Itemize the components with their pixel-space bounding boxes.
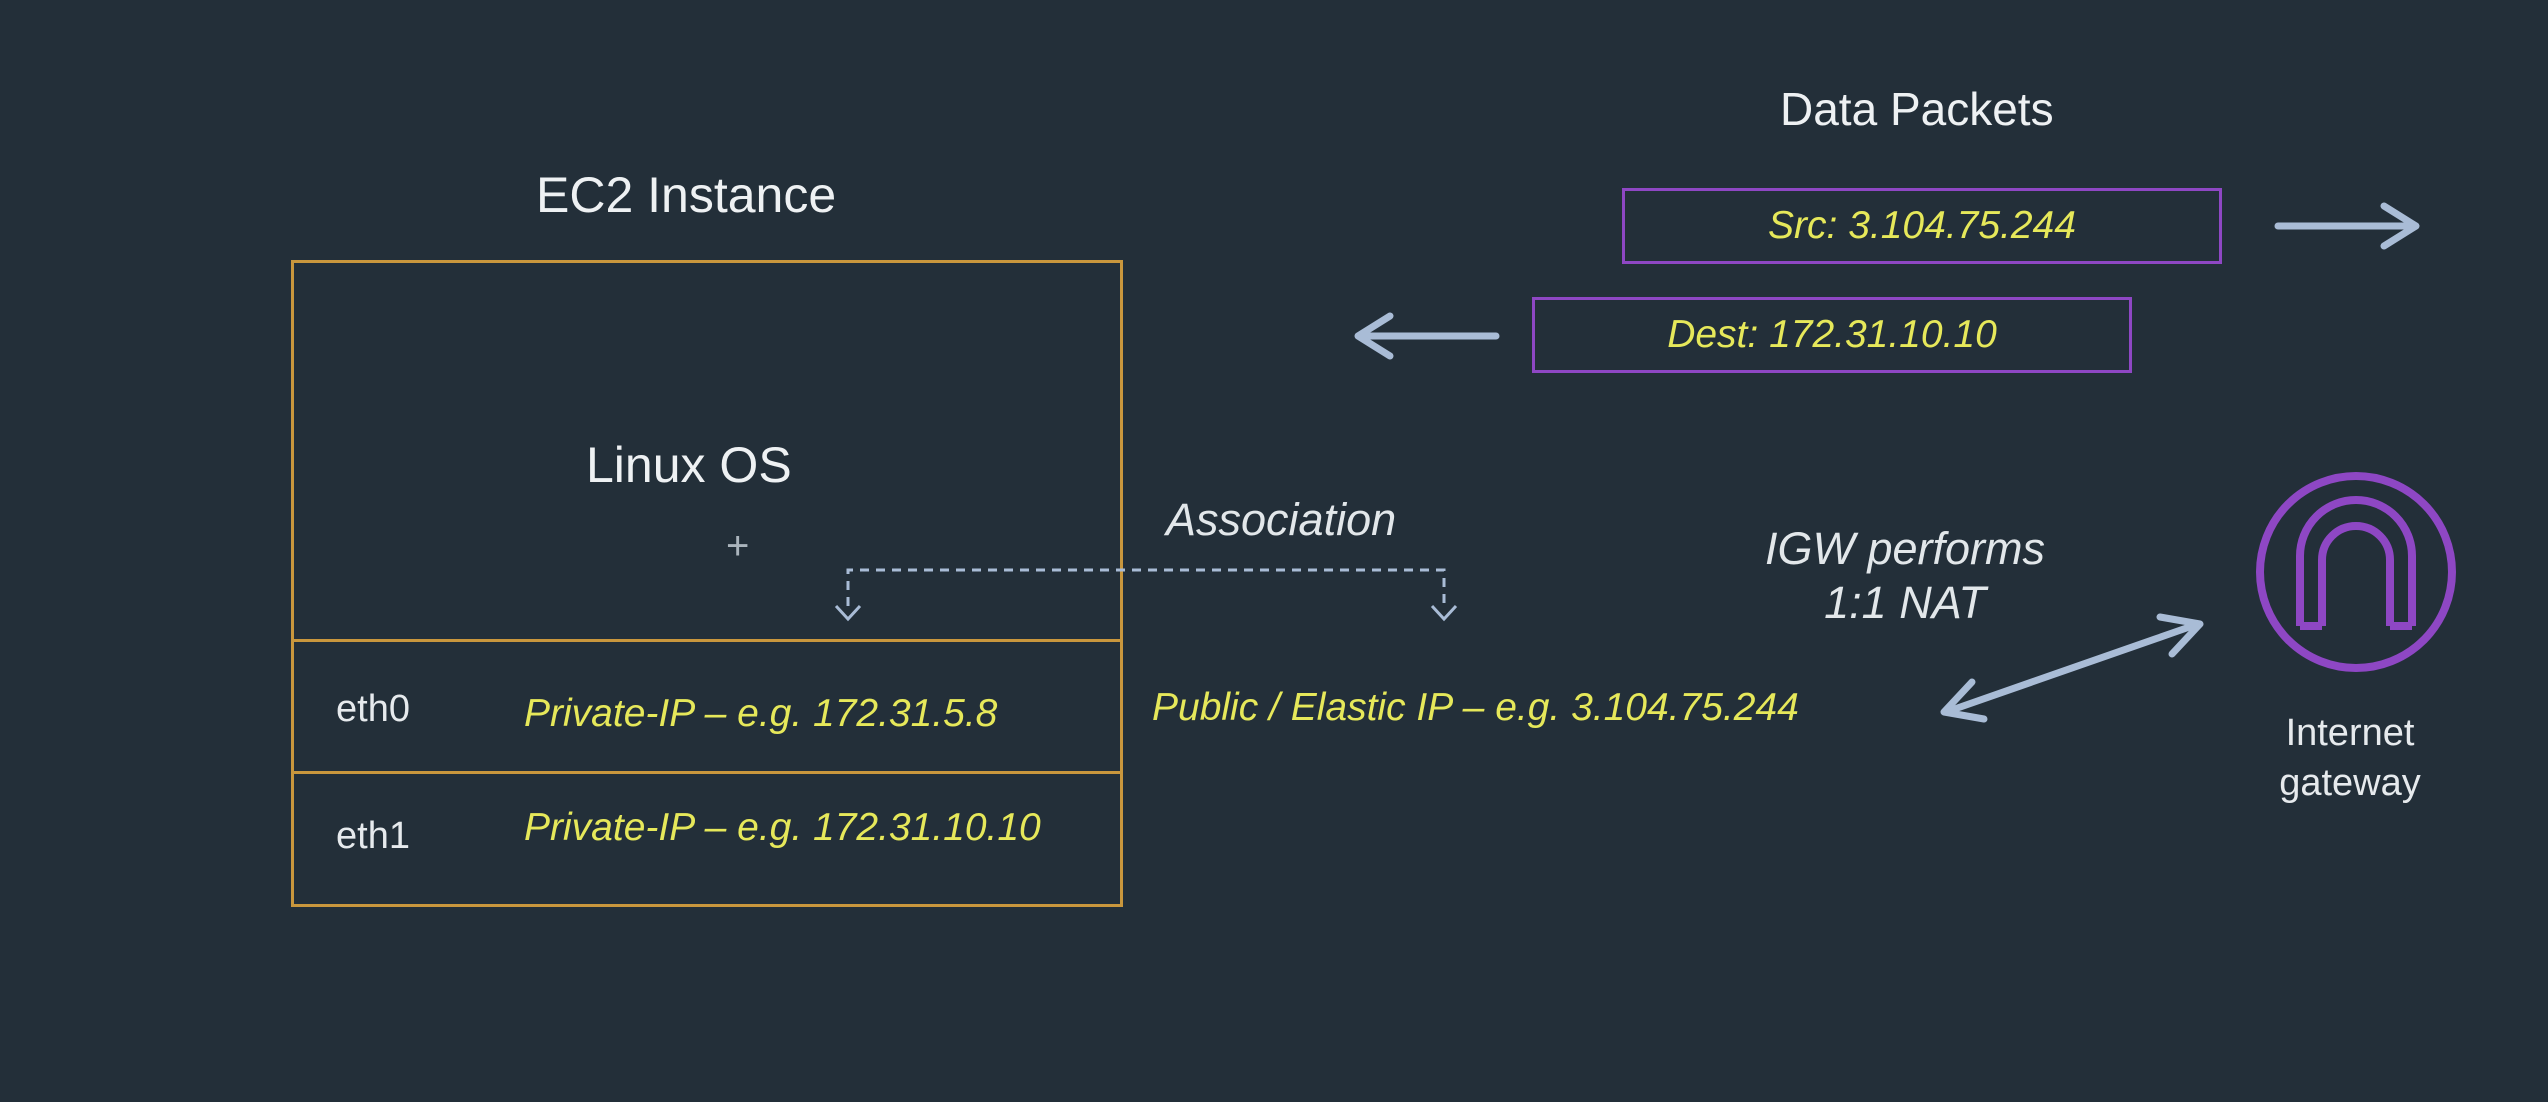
cursor-crosshair-icon: + (726, 524, 750, 568)
packet-dest-label: Dest: 172.31.10.10 (1667, 313, 1997, 356)
data-packets-title: Data Packets (1780, 83, 2054, 135)
association-label: Association (1166, 494, 1397, 545)
public-elastic-ip: Public / Elastic IP – e.g. 3.104.75.244 (1152, 686, 1799, 729)
eth1-label: eth1 (336, 815, 410, 857)
eth1-private-ip: Private-IP – e.g. 172.31.10.10 (524, 806, 1041, 849)
eth0-private-ip: Private-IP – e.g. 172.31.5.8 (524, 692, 998, 735)
ec2-instance-title: EC2 Instance (536, 167, 837, 223)
association-connector (834, 568, 1458, 622)
internet-gateway-icon (2256, 472, 2456, 672)
nat-bidirectional-arrow (1940, 613, 2204, 723)
packet-dest-box: Dest: 172.31.10.10 (1532, 297, 2132, 373)
internet-gateway-label: Internet gateway (2279, 712, 2421, 804)
inbound-arrow (1354, 312, 1500, 360)
packet-src-label: Src: 3.104.75.244 (1768, 204, 2076, 247)
packet-src-box: Src: 3.104.75.244 (1622, 188, 2222, 264)
association-arrowhead-right (1430, 604, 1458, 622)
linux-os-label: Linux OS (586, 437, 792, 493)
eth1-interface-box (291, 771, 1123, 907)
eth0-label: eth0 (336, 688, 410, 730)
igw-nat-note: IGW performs 1:1 NAT (1764, 523, 2046, 628)
outbound-arrow (2274, 202, 2420, 250)
association-arrowhead-left (834, 604, 862, 622)
